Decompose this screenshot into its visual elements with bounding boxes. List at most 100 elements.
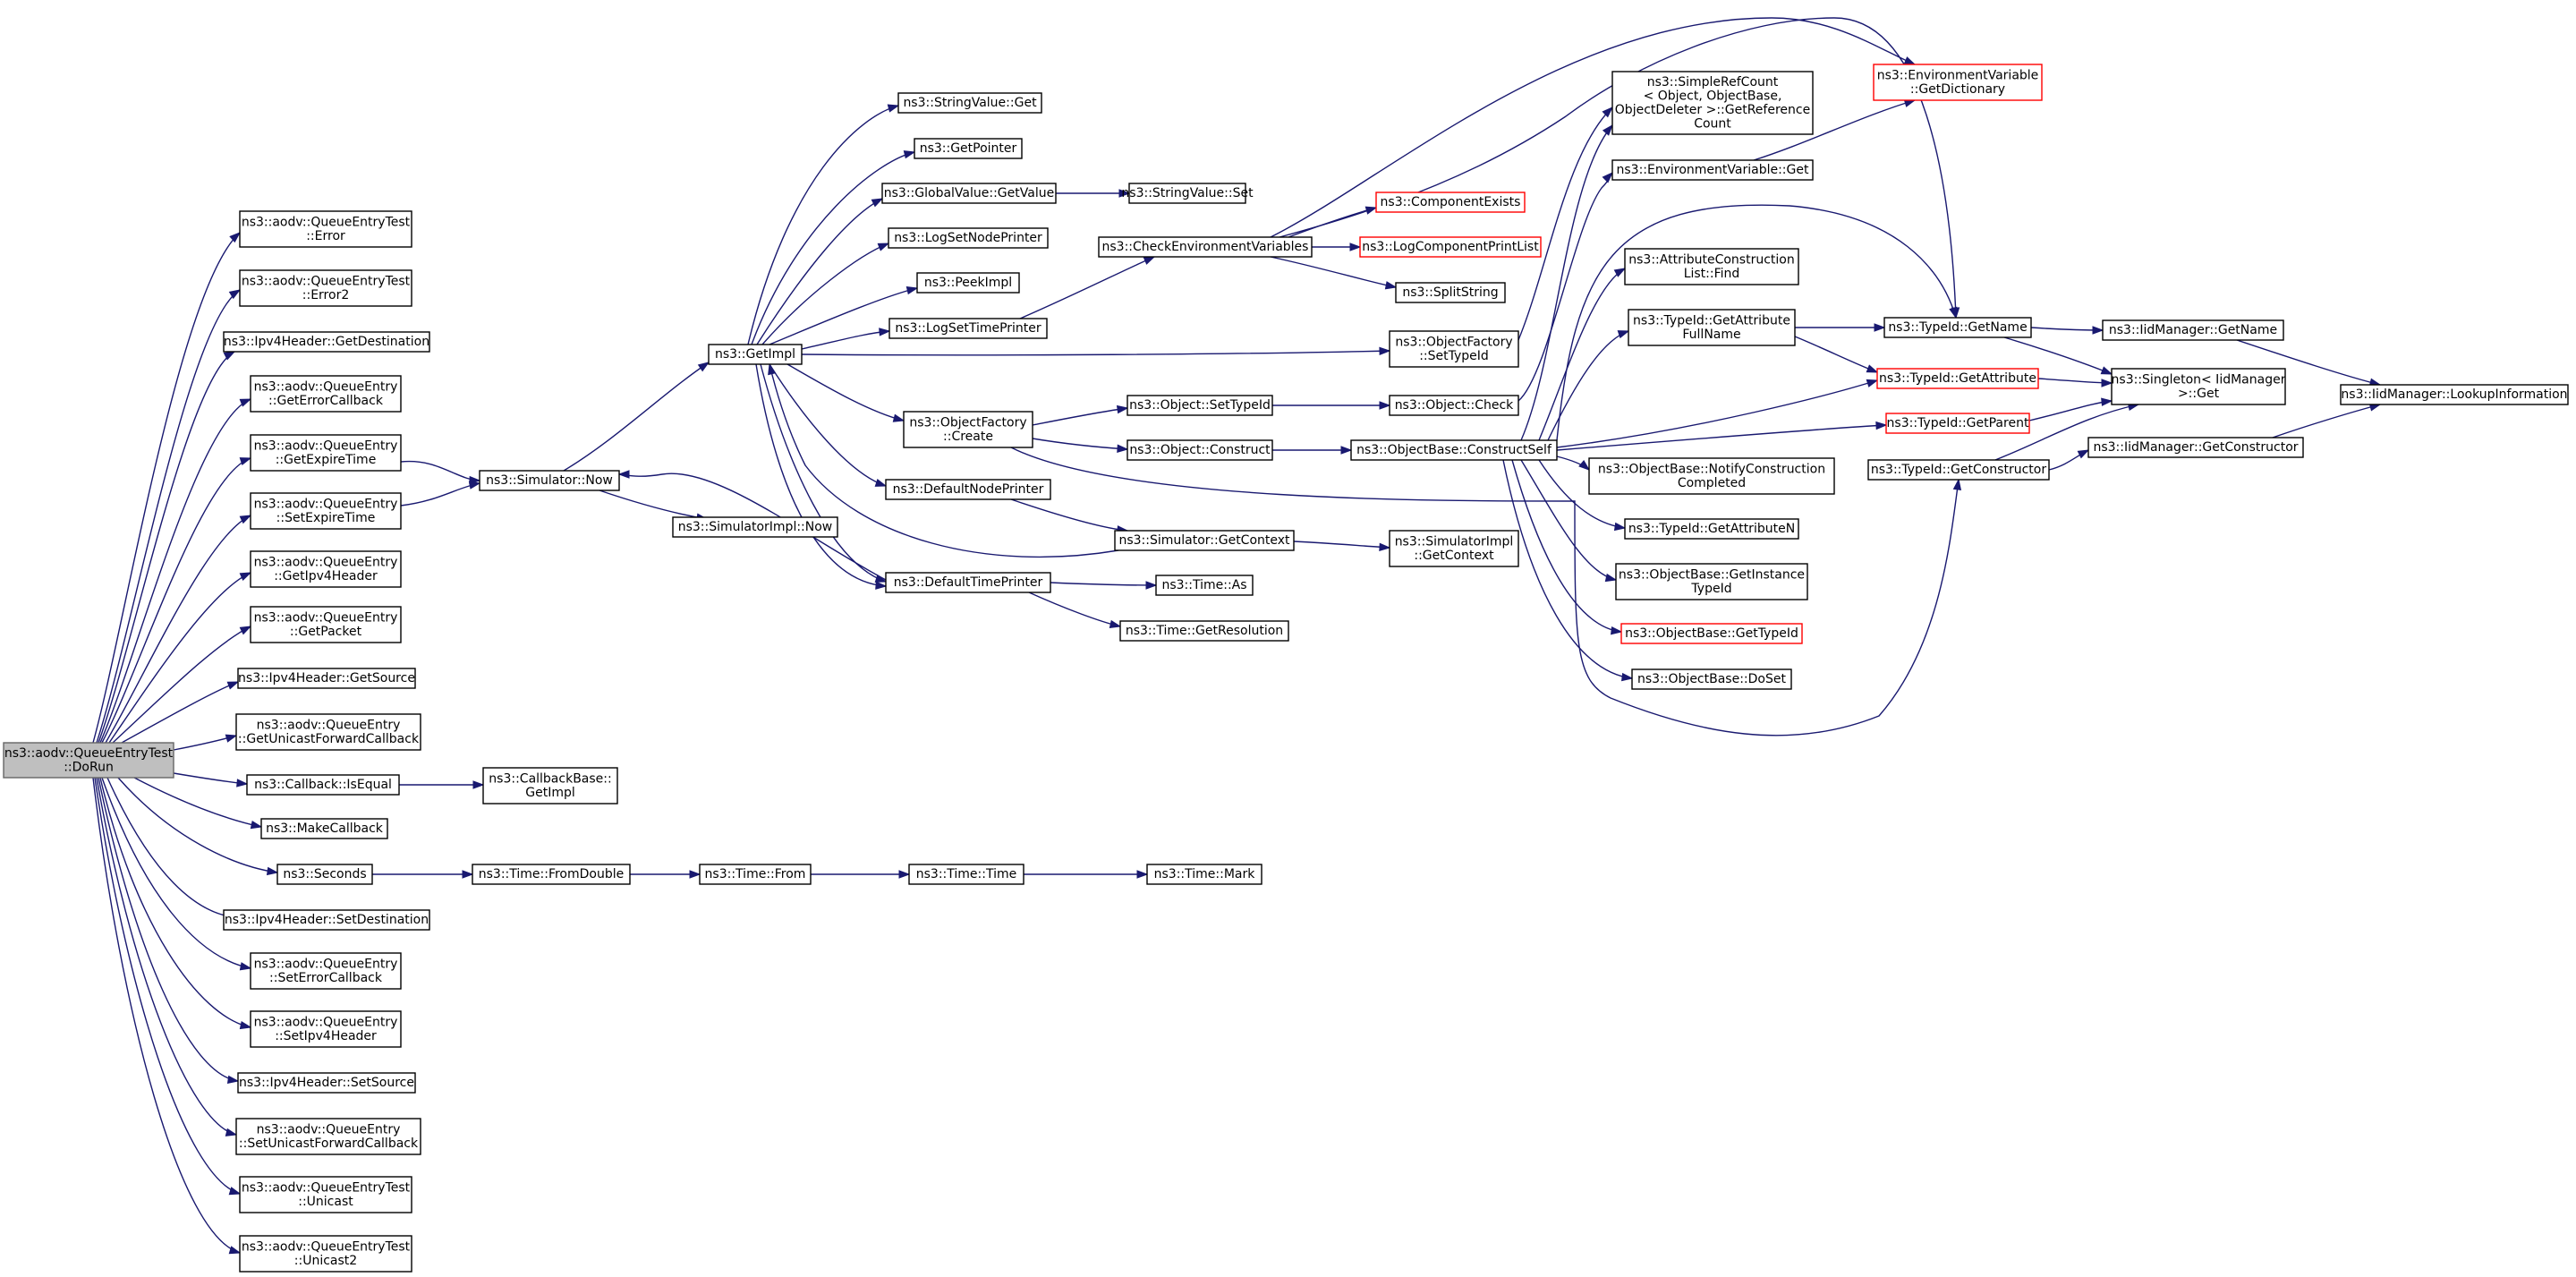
call-edge-dorun-to-geterrcb [99,398,252,744]
node-box [235,713,421,751]
node-box [916,272,1020,294]
node-setsrc[interactable]: ns3::Ipv4Header::SetSource [237,1072,416,1094]
node-unicast2[interactable]: ns3::aodv::QueueEntryTest::Unicast2 [239,1235,412,1273]
node-error2[interactable]: ns3::aodv::QueueEntryTest::Error2 [239,269,412,307]
edge-line [2030,327,2104,331]
node-getimpl[interactable]: ns3::GetImpl [708,344,803,365]
node-geterrcb[interactable]: ns3::aodv::QueueEntry::GetErrorCallback [250,375,402,413]
node-isequal[interactable]: ns3::Callback::IsEqual [246,774,400,796]
node-getsrc[interactable]: ns3::Ipv4Header::GetSource [237,668,416,689]
call-edge-dorun-to-getexp [101,457,252,744]
node-tidgetctor[interactable]: ns3::TypeId::GetConstructor [1867,459,2050,481]
node-objsettid[interactable]: ns3::Object::SetTypeId [1126,395,1273,416]
node-getpkt[interactable]: ns3::aodv::QueueEntry::GetPacket [250,606,402,643]
node-setucb[interactable]: ns3::aodv::QueueEntry::SetUnicastForward… [235,1118,421,1155]
call-edge-dorun-to-unicast [94,777,242,1196]
arrowhead-icon [228,289,242,300]
node-timeres[interactable]: ns3::Time::GetResolution [1119,620,1289,642]
edge-line [1032,407,1128,426]
node-label: ::GetPacket [290,625,362,639]
call-edge-getimpl-to-deftime [760,363,888,583]
node-simimplctx[interactable]: ns3::SimulatorImpl::GetContext [1389,530,1519,567]
node-strset[interactable]: ns3::StringValue::Set [1121,183,1254,204]
node-ofcreate[interactable]: ns3::ObjectFactory::Create [903,411,1033,448]
node-simimplnow[interactable]: ns3::SimulatorImpl::Now [672,516,838,538]
node-getucb[interactable]: ns3::aodv::QueueEntry::GetUnicastForward… [235,713,421,751]
node-fromdouble[interactable]: ns3::Time::FromDouble [472,864,631,885]
node-logsnp[interactable]: ns3::LogSetNodePrinter [888,227,1049,249]
node-seconds[interactable]: ns3::Seconds [276,864,373,885]
node-singleton[interactable]: ns3::Singleton< IidManager>::Get [2111,368,2286,405]
edge-line [2037,378,2113,384]
node-getexp[interactable]: ns3::aodv::QueueEntry::GetExpireTime [250,434,402,472]
arrowhead-icon [239,515,252,524]
call-edge-dorun-to-seconds [117,777,279,876]
node-tidgan[interactable]: ns3::TypeId::GetAttributeN [1624,518,1799,540]
node-refcount[interactable]: ns3::SimpleRefCount< Object, ObjectBase,… [1611,71,1814,135]
node-setipv4h[interactable]: ns3::aodv::QueueEntry::SetIpv4Header [250,1010,402,1048]
node-label: ::DoRun [64,760,114,774]
node-tidgetattr[interactable]: ns3::TypeId::GetAttribute [1876,368,2039,389]
node-getptr[interactable]: ns3::GetPointer [914,138,1023,159]
node-gvget[interactable]: ns3::GlobalValue::GetValue [881,183,1057,204]
node-timeas[interactable]: ns3::Time::As [1155,575,1254,596]
node-defnode[interactable]: ns3::DefaultNodePrinter [885,479,1051,500]
arrowhead-icon [250,820,263,830]
node-envdict[interactable]: ns3::EnvironmentVariable::GetDictionary [1873,64,2043,101]
node-iidgetname[interactable]: ns3::IidManager::GetName [2102,319,2284,341]
node-timefrom[interactable]: ns3::Time::From [699,864,812,885]
node-logstp[interactable]: ns3::LogSetTimePrinter [888,318,1048,339]
node-simnow[interactable]: ns3::Simulator::Now [479,470,620,491]
arrowhead-icon [1379,401,1391,410]
node-dorun[interactable]: ns3::aodv::QueueEntryTest::DoRun [3,742,174,779]
arrowhead-icon [239,962,252,971]
arrowhead-icon [1136,870,1149,879]
node-error[interactable]: ns3::aodv::QueueEntryTest::Error [239,210,412,248]
node-objconstruct[interactable]: ns3::Object::Construct [1126,439,1273,461]
node-envget[interactable]: ns3::EnvironmentVariable::Get [1611,159,1814,181]
node-unicast[interactable]: ns3::aodv::QueueEntryTest::Unicast [239,1176,412,1213]
node-obdoset[interactable]: ns3::ObjectBase::DoSet [1631,668,1792,690]
node-label: ns3::TypeId::GetAttribute [1633,313,1790,328]
node-label: ns3::Ipv4Header::GetDestination [224,335,429,349]
node-seterrcb[interactable]: ns3::aodv::QueueEntry::SetErrorCallback [250,952,402,990]
node-box [888,227,1049,249]
call-edge-obconstruct-to-tidgafn [1547,330,1630,441]
node-ofsettid[interactable]: ns3::ObjectFactory::SetTypeId [1389,330,1519,368]
node-logcpl[interactable]: ns3::LogComponentPrintList [1359,236,1542,258]
node-getipv4h[interactable]: ns3::aodv::QueueEntry::GetIpv4Header [250,550,402,588]
node-iidlookup[interactable]: ns3::IidManager::LookupInformation [2340,384,2569,405]
node-obconstruct[interactable]: ns3::ObjectBase::ConstructSelf [1350,439,1558,461]
node-iidgetctor[interactable]: ns3::IidManager::GetConstructor [2087,437,2304,458]
edge-line [105,515,251,744]
node-setdest[interactable]: ns3::Ipv4Header::SetDestination [223,909,430,931]
node-simgetctx[interactable]: ns3::Simulator::GetContext [1114,530,1295,551]
node-compexists[interactable]: ns3::ComponentExists [1375,192,1526,213]
node-notifycc[interactable]: ns3::ObjectBase::NotifyConstructionCompl… [1588,457,1835,495]
node-peekimpl[interactable]: ns3::PeekImpl [916,272,1020,294]
node-timemark[interactable]: ns3::Time::Mark [1146,864,1262,885]
node-tidgetparent[interactable]: ns3::TypeId::GetParent [1885,413,2030,434]
edge-line [108,572,251,744]
node-obgtid[interactable]: ns3::ObjectBase::GetTypeId [1620,623,1803,644]
node-box [903,411,1033,448]
node-cbbase[interactable]: ns3::CallbackBase::GetImpl [482,767,618,805]
node-box [1611,159,1814,181]
node-timetime[interactable]: ns3::Time::Time [908,864,1024,885]
node-setexp[interactable]: ns3::aodv::QueueEntry::SetExpireTime [250,492,402,530]
node-objcheck[interactable]: ns3::Object::Check [1389,395,1519,416]
node-makecb[interactable]: ns3::MakeCallback [260,818,388,839]
node-tidgetname[interactable]: ns3::TypeId::GetName [1883,317,2032,338]
node-strget[interactable]: ns3::StringValue::Get [897,92,1042,114]
node-box [1615,563,1808,600]
edge-line [1270,17,1916,238]
node-checkenv[interactable]: ns3::CheckEnvironmentVariables [1098,236,1313,258]
node-deftime[interactable]: ns3::DefaultTimePrinter [885,572,1051,593]
node-getdest[interactable]: ns3::Ipv4Header::GetDestination [223,331,430,353]
node-box [699,864,812,885]
node-splitstr[interactable]: ns3::SplitString [1395,282,1506,303]
